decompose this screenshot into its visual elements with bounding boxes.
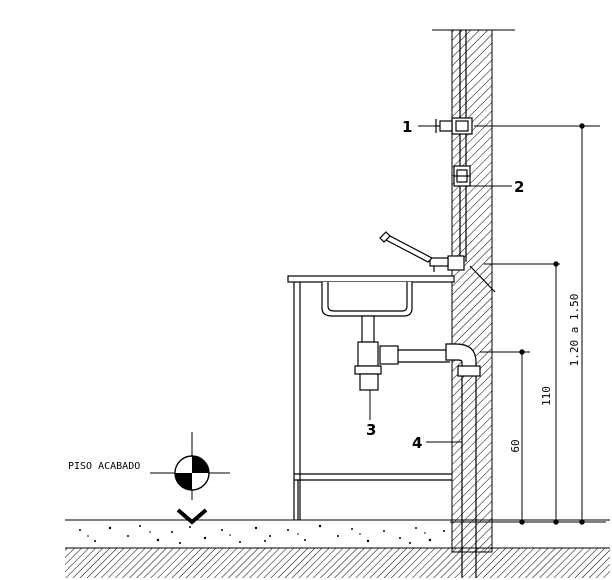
wall	[432, 29, 515, 553]
dim-110: 110	[540, 386, 553, 406]
floor-label: PISO ACABADO	[68, 461, 140, 472]
drain-trap	[354, 315, 450, 391]
label-item-3: 3	[366, 421, 376, 439]
drain-pipe	[445, 343, 481, 578]
down-arrow-icon	[176, 508, 208, 525]
valve-2	[453, 165, 471, 187]
dimension-lines	[450, 123, 606, 525]
supply-pipe	[459, 30, 467, 262]
sink-bowl	[321, 282, 413, 317]
valve-1	[435, 117, 473, 135]
level-marker-icon	[150, 432, 230, 500]
label-item-1: 1	[402, 118, 412, 136]
dim-60: 60	[509, 439, 522, 452]
dim-120-150: 1.20 a 1.50	[568, 294, 581, 367]
ground-base	[65, 547, 610, 578]
faucet	[379, 231, 496, 293]
floor-slab	[65, 519, 610, 544]
label-item-2: 2	[514, 178, 524, 196]
leader-lines	[369, 125, 512, 443]
label-item-4: 4	[412, 434, 422, 452]
sink-cabinet	[287, 275, 455, 520]
